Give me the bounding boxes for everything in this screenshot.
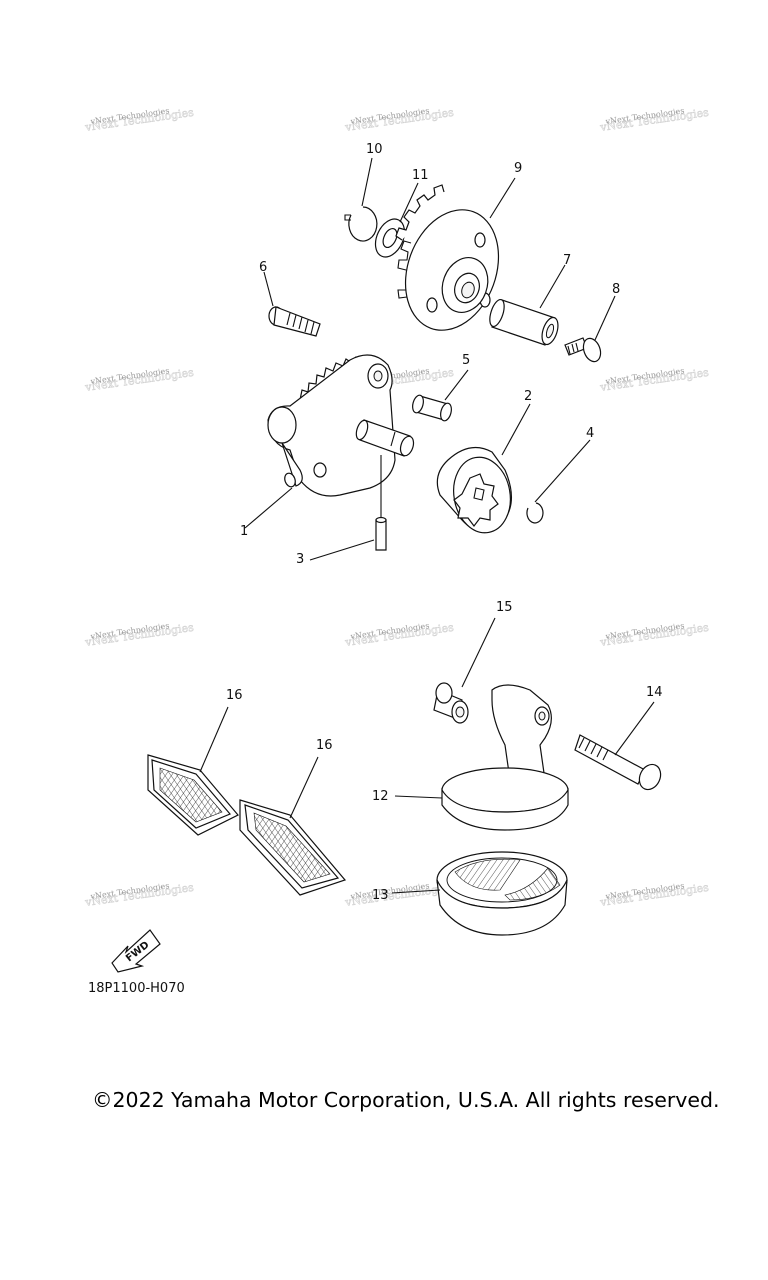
callout-16: 16	[316, 738, 333, 753]
callout-16: 16	[226, 688, 243, 703]
watermark: vNext Technologies vNext Technologies	[343, 105, 455, 134]
part-6-bolt	[263, 271, 321, 337]
forward-direction-arrow: FWD	[111, 929, 161, 973]
watermark: vNext Technologies vNext Technologies	[598, 105, 710, 134]
watermark: vNext Technologies vNext Technologies	[598, 880, 710, 909]
watermark: vNext Technologies vNext Technologies	[83, 365, 195, 394]
part-10-circlip	[344, 157, 378, 242]
watermark: vNext Technologies vNext Technologies	[83, 105, 195, 134]
part-11-washer	[374, 182, 419, 258]
callout-4: 4	[586, 426, 594, 441]
watermark: vNext Technologies vNext Technologies	[343, 620, 455, 649]
part-13-strainer-screen	[391, 851, 568, 936]
diagram-code: 18P1100-H070	[88, 981, 185, 996]
part-16-screen-a	[147, 706, 239, 836]
callout-6: 6	[259, 260, 267, 275]
part-1-pump-housing	[244, 354, 396, 529]
callout-10: 10	[366, 142, 383, 157]
callout-5: 5	[462, 353, 470, 368]
callout-12: 12	[372, 789, 389, 804]
watermark: vNext Technologies vNext Technologies	[598, 620, 710, 649]
callout-7: 7	[563, 253, 571, 268]
part-16-screen-b	[239, 756, 347, 896]
part-15-collar	[433, 617, 496, 724]
part-2-rotor	[436, 403, 531, 534]
part-8-screw	[564, 295, 616, 363]
watermark: vNext Technologies vNext Technologies	[598, 365, 710, 394]
callout-15: 15	[496, 600, 513, 615]
part-3-pin	[309, 455, 387, 561]
callout-3: 3	[296, 552, 304, 567]
callout-2: 2	[524, 389, 532, 404]
callout-1: 1	[240, 524, 248, 539]
copyright-notice: ©2022 Yamaha Motor Corporation, U.S.A. A…	[92, 1088, 720, 1112]
part-9-driven-gear	[395, 177, 516, 331]
part-5-collar	[412, 369, 469, 422]
callout-13: 13	[372, 888, 389, 903]
watermark: vNext Technologies vNext Technologies	[83, 880, 195, 909]
callout-11: 11	[412, 168, 429, 183]
callouts: 1 2 3 4 5 6 7 8 9 10 11 12 13 14 15 16 1…	[226, 142, 663, 903]
part-7-shaft	[489, 264, 566, 346]
part-14-bolt	[574, 701, 662, 791]
part-12-strainer-housing	[394, 684, 569, 831]
callout-9: 9	[514, 161, 522, 176]
watermark: vNext Technologies vNext Technologies	[83, 620, 195, 649]
callout-14: 14	[646, 685, 663, 700]
pump-shaft	[355, 419, 415, 457]
part-4-circlip	[526, 439, 591, 524]
callout-8: 8	[612, 282, 620, 297]
